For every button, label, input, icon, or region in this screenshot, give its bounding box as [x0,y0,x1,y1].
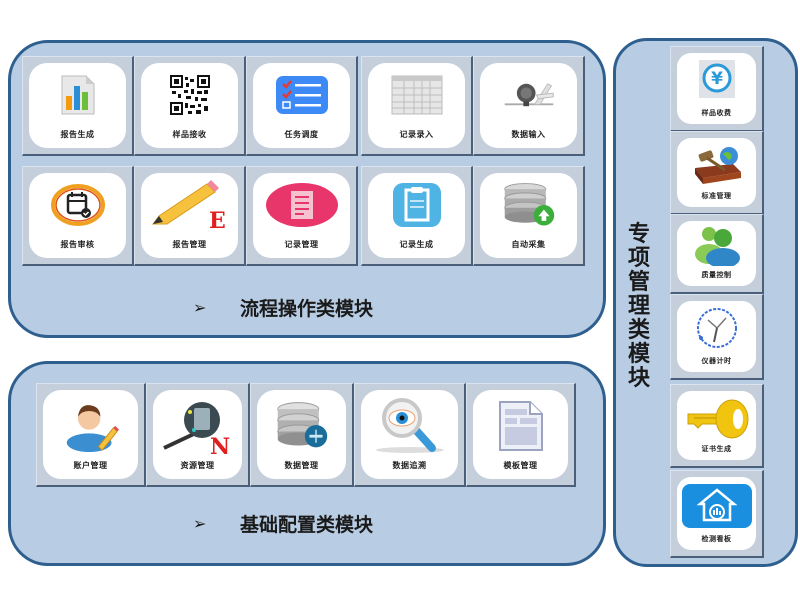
tile-standard-manage[interactable]: 标准管理 [670,131,764,215]
tile-report-manage[interactable]: E 报告管理 [134,166,246,266]
title-char: 模 [627,341,650,367]
users-icon [689,224,745,266]
qr-code-icon [162,71,218,119]
tile-label: 模板管理 [503,461,538,470]
user-edit-icon [63,398,119,452]
tile-label: 资源管理 [180,461,215,470]
tile-record-manage[interactable]: 记录管理 [246,166,358,266]
svg-text:N: N [210,434,230,454]
tile-label: 仪器计时 [701,357,732,365]
tile-label: 数据管理 [284,461,319,470]
tile-data-input[interactable]: 数据输入 [473,56,585,156]
clipboard-icon [389,181,445,229]
yuan-coin-icon: ¥ [689,57,745,101]
tile-record-entry[interactable]: 记录录入 [361,56,473,156]
tile-certificate-generate[interactable]: 证书生成 [670,384,764,468]
tile-account-manage[interactable]: 账户管理 [36,383,146,487]
spreadsheet-icon [389,71,445,119]
tile-label: 任务调度 [284,130,319,139]
tile-label: 数据输入 [511,130,546,139]
key-icon [682,395,752,441]
bar-chart-document-icon [50,71,106,119]
law-book-globe-icon [689,142,745,186]
svg-text:E: E [209,208,226,230]
home-dashboard-icon [679,481,755,531]
tile-test-dashboard[interactable]: 检测看板 [670,470,764,558]
process-module-title: 流程操作类模块 [240,298,374,320]
tile-label: 检测看板 [701,535,732,543]
title-char: 块 [627,365,650,391]
tile-task-dispatch[interactable]: 任务调度 [246,56,358,156]
tile-resource-manage[interactable]: N 资源管理 [146,383,250,487]
special-management-module-title: 专 项 管 理 类 模 块 [625,222,653,390]
tile-sample-receive[interactable]: 样品接收 [134,56,246,156]
tile-data-trace[interactable]: 数据追溯 [354,383,466,487]
database-icon [274,398,330,452]
tile-template-manage[interactable]: 模板管理 [466,383,576,487]
tile-label: 样品接收 [172,130,207,139]
tile-label: 账户管理 [73,461,108,470]
title-char: 理 [627,293,650,319]
svg-text:¥: ¥ [711,69,723,89]
arrow-bullet-icon: ➢ [193,514,207,533]
tile-label: 报告生成 [60,130,95,139]
title-char: 专 [627,221,650,247]
database-upload-icon [501,181,557,229]
tile-instrument-timing[interactable]: 仪器计时 [670,294,764,380]
tile-label: 质量控制 [701,271,732,279]
gauge-instrument-icon: N [158,398,238,454]
clock-icon [689,305,745,351]
tile-sample-fee[interactable]: ¥ 样品收费 [670,46,764,132]
tile-label: 证书生成 [701,445,732,453]
tile-record-generate[interactable]: 记录生成 [361,166,473,266]
tile-report-generate[interactable]: 报告生成 [22,56,134,156]
title-char: 管 [627,269,650,295]
title-char: 项 [627,245,650,271]
tile-label: 报告审核 [60,240,95,249]
tile-label: 标准管理 [701,192,732,200]
tile-label: 样品收费 [701,109,732,117]
tile-label: 记录管理 [284,240,319,249]
template-document-icon [493,398,549,454]
title-char: 类 [627,317,650,343]
calendar-check-icon [50,181,106,229]
tile-report-review[interactable]: 报告审核 [22,166,134,266]
pencil-edit-icon: E [145,180,235,230]
basic-config-module-title: 基础配置类模块 [240,514,374,536]
magnifier-eye-icon [370,398,450,454]
tile-data-manage[interactable]: 数据管理 [250,383,354,487]
tile-label: 记录录入 [399,130,434,139]
tile-label: 数据追溯 [392,461,427,470]
tile-label: 自动采集 [511,240,546,249]
arrow-bullet-icon: ➢ [193,298,207,317]
tile-quality-control[interactable]: 质量控制 [670,214,764,294]
record-document-icon [262,181,342,229]
measuring-instrument-icon [501,71,557,119]
tile-auto-collect[interactable]: 自动采集 [473,166,585,266]
tile-label: 记录生成 [399,240,434,249]
tile-label: 报告管理 [172,240,207,249]
checklist-icon [274,71,330,119]
